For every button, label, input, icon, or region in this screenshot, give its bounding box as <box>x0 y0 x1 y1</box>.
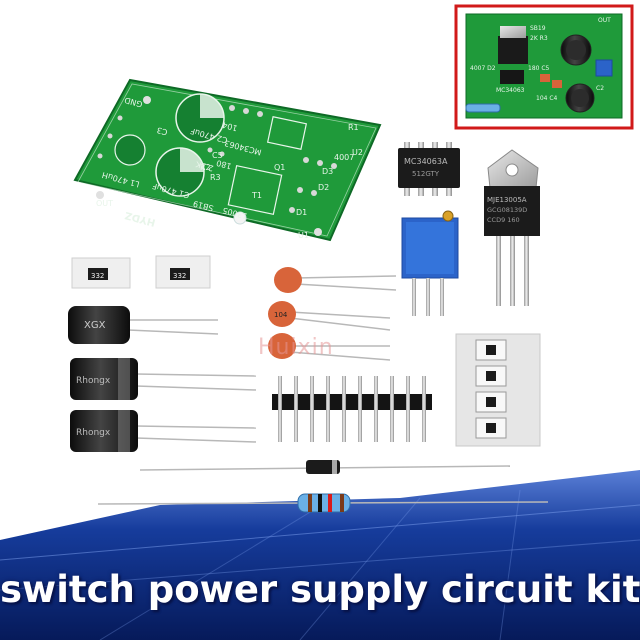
smd-resistor-1-code: 332 <box>91 272 104 280</box>
pcb-label-u2: U2 <box>352 148 363 157</box>
watermark-text: Huixin <box>258 335 334 360</box>
ceramic-cap-2: 104 <box>268 301 296 327</box>
inductor-label: XGX <box>84 320 106 331</box>
pcb-label-r3: R3 <box>210 173 221 182</box>
electrolytic-cap-1-brand: Rhongx <box>76 376 111 386</box>
transistor-line1: MJE13005A <box>487 196 527 204</box>
pcb-label-c5: C5 <box>212 151 223 160</box>
ic-chip-line2: 512GTY <box>412 170 440 178</box>
ic-chip-mc34063: MC34063A 512GTY <box>398 142 460 196</box>
assembled-board-inset: SB19 2K R3 180 C5 MC34063 4007 D2 104 C4… <box>454 4 634 130</box>
pcb-label-180: 180 <box>215 158 232 171</box>
ic-chip-line1: MC34063A <box>404 157 448 166</box>
main-pcb: GND OUT C3 C2 470uF C1 470uF L1 470uH C5… <box>73 78 382 242</box>
ceramic-cap-3 <box>268 333 296 359</box>
electrolytic-cap-2-brand: Rhongx <box>76 428 111 438</box>
inset-label-c2: C2 <box>596 85 604 92</box>
axial-diode <box>139 460 511 474</box>
pcb-label-104: 104 <box>221 120 238 133</box>
pcb-label-d2: D2 <box>318 183 329 192</box>
pcb-label-4007: 4007 <box>334 153 354 162</box>
pcb-label-r2: R2 <box>200 163 211 172</box>
smd-resistor-2-code: 332 <box>173 272 186 280</box>
inset-label-out: OUT <box>598 17 611 24</box>
pcb-label-q1: Q1 <box>274 163 285 172</box>
inset-label-sb: SB19 <box>530 25 546 32</box>
tactile-switch-tape <box>455 333 541 447</box>
ceramic-cap-2-code: 104 <box>274 311 288 319</box>
inset-label-cap: 104 C4 <box>536 95 558 102</box>
power-inductor: XGX <box>68 306 219 344</box>
smd-resistor-2: 332 <box>155 255 211 289</box>
caption-banner: switch power supply circuit kit <box>0 568 640 611</box>
smd-resistor-1: 332 <box>71 257 131 289</box>
electrolytic-cap-1: Rhongx <box>70 358 257 400</box>
pcb-label-brand: HYDZ <box>124 209 157 228</box>
transistor-to220: MJE13005A GCG08139D CCD9 160 <box>484 149 540 306</box>
electrolytic-cap-2: Rhongx <box>70 410 257 452</box>
pcb-label-d1: D1 <box>296 208 307 217</box>
pin-header-strip <box>272 376 432 442</box>
pcb-label-r1: R1 <box>348 123 359 132</box>
pcb-label-d3: D3 <box>322 167 333 176</box>
ceramic-capacitors <box>289 275 397 361</box>
inset-label-d: 4007 D2 <box>470 65 496 72</box>
pcb-label-u1: U1 <box>298 231 309 240</box>
blue-floor <box>0 470 640 640</box>
transistor-line2: GCG08139D <box>487 206 527 214</box>
inset-label-c5: 180 C5 <box>528 65 550 72</box>
pcb-label-t1: T1 <box>251 191 262 200</box>
inset-label-r3: 2K R3 <box>530 35 548 42</box>
trimmer-potentiometer <box>401 210 459 316</box>
pcb-label-c3: C3 <box>156 125 169 136</box>
pcb-label-out: OUT <box>96 199 113 208</box>
ceramic-cap-1 <box>274 267 302 293</box>
axial-resistor <box>97 493 549 513</box>
transistor-line3: CCD9 160 <box>487 216 520 224</box>
inset-label-ic: MC34063 <box>496 87 525 94</box>
